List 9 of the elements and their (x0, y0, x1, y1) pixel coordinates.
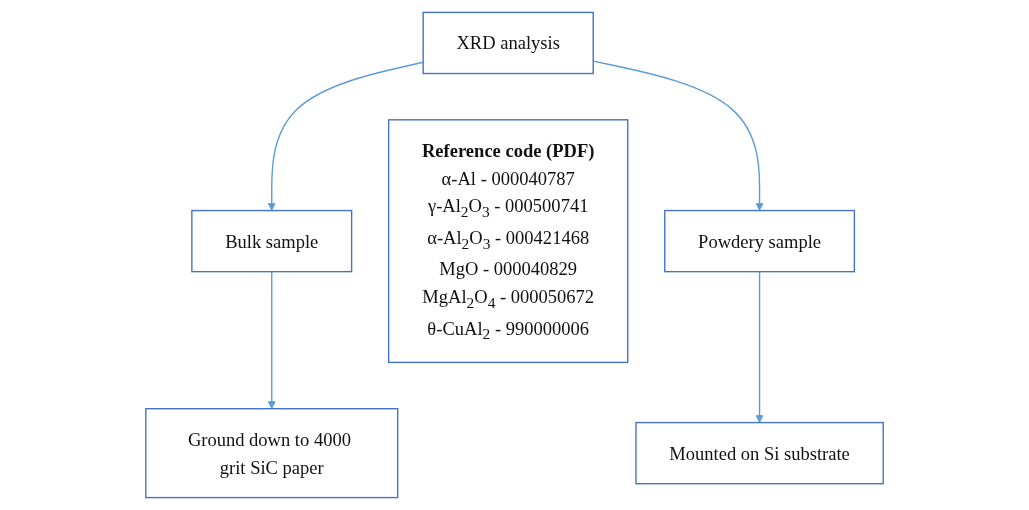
node-box: Mounted on Si substrate (635, 421, 884, 485)
node-box: Bulk sample (191, 209, 353, 273)
node-box: Powdery sample (664, 209, 856, 273)
arrow (267, 270, 276, 410)
node-box: Ground down to 4000 grit SiC paper (145, 408, 399, 499)
node-box: Reference code (PDF) α-Al - 000040787 γ-Al$_{2}$O$_{3}$ - 000500741 α-Al$_{2}$O$_{3}$ - 000421468 MgO - 000040829 MgAl$_{2}$O$_{4}$ - 000050672 θ-CuAl$_{2}$ - 990000006 (387, 119, 629, 364)
node-box: XRD analysis (422, 11, 594, 75)
arrow (267, 61, 424, 211)
arrow (755, 270, 764, 423)
